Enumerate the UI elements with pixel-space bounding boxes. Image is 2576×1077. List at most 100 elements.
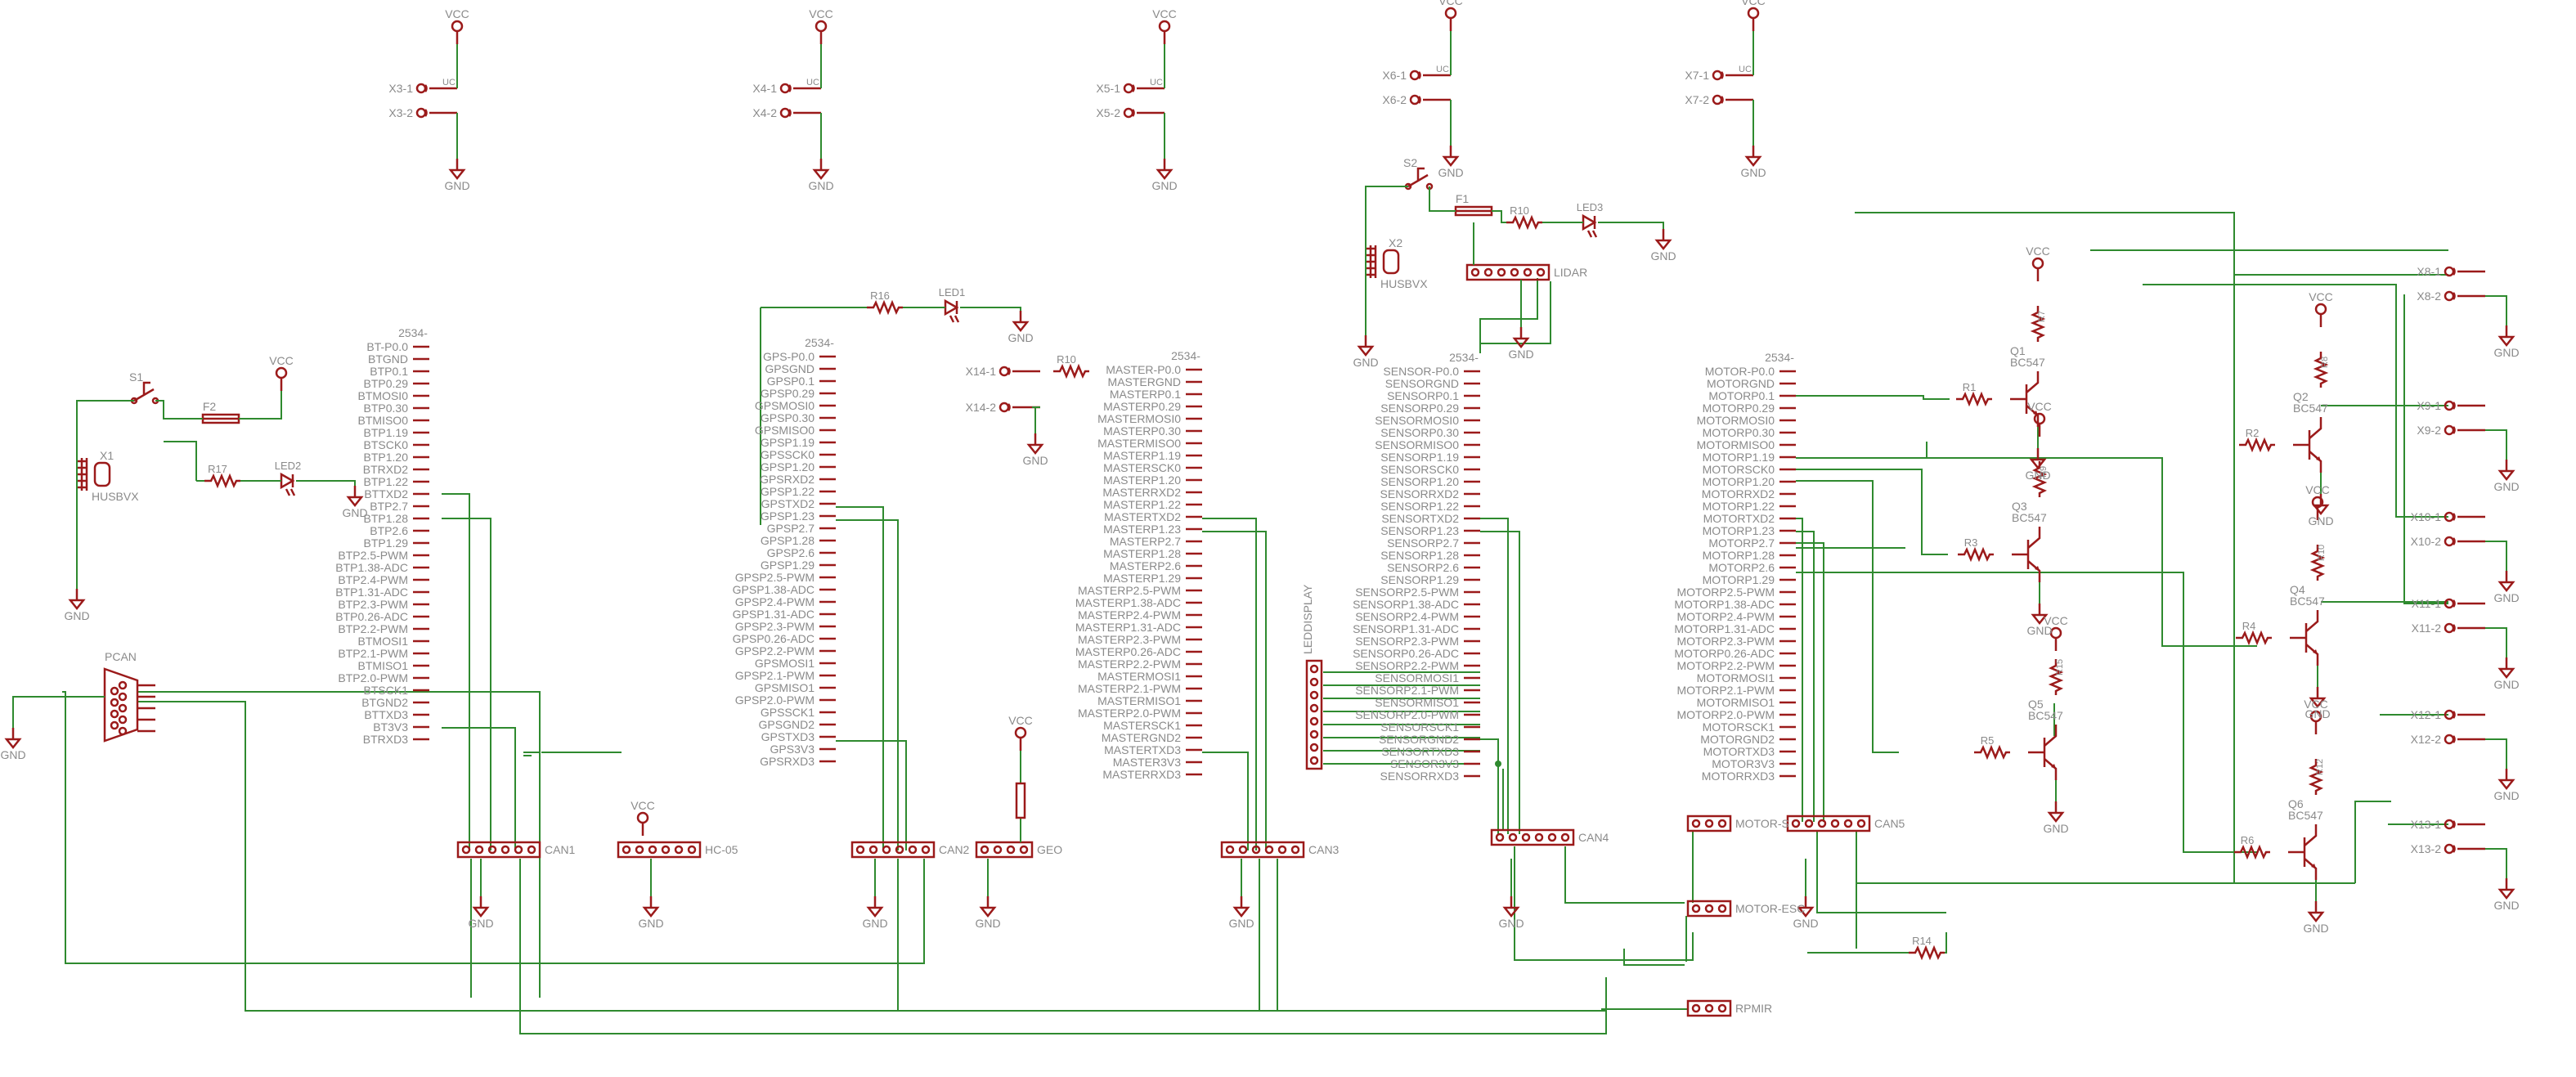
wire [442, 727, 516, 850]
module-pin-label: MASTERP2.0-PWM [1078, 707, 1181, 720]
module-pin-label: GPS3V3 [770, 743, 815, 756]
wire [1480, 518, 1509, 834]
pin-cup [2452, 402, 2456, 410]
wire [1202, 531, 1267, 850]
module-pin-label: MOTORP2.1-PWM [1676, 684, 1775, 697]
wire-layer [62, 212, 2448, 1034]
gnd-triangle [2497, 335, 2515, 348]
module-pin-label: BTP2.4-PWM [338, 573, 408, 586]
header-pin [635, 845, 644, 855]
transistor-collector [2309, 417, 2322, 439]
resistor-label: R16 [870, 289, 890, 302]
connector-pin [2444, 266, 2485, 277]
gnd-symbol [472, 896, 490, 918]
pin-label: X14-2 [966, 401, 997, 414]
gnd-triangle [1442, 155, 1460, 168]
pin-cup [1417, 96, 1421, 104]
vcc-label: VCC [2304, 698, 2328, 711]
gnd-symbol [346, 486, 364, 508]
pin-label: X10-1 [2411, 510, 2442, 523]
header-pin [1804, 819, 1814, 828]
wire [1796, 572, 2257, 853]
pin-cup [788, 109, 792, 117]
header-label: CAN1 [545, 843, 576, 856]
wire [1796, 531, 1815, 822]
wire [1796, 542, 1824, 822]
header-pin [500, 845, 510, 855]
header-pin [1534, 832, 1544, 842]
pin-label: X10-2 [2411, 535, 2442, 548]
wire [1564, 846, 1685, 904]
wire [1796, 518, 1803, 822]
gnd-label: GND [2308, 514, 2333, 527]
npn-transistor [2293, 417, 2322, 473]
module-pin-label: MOTORP2.3-PWM [1676, 635, 1775, 648]
resistor-zigzag [1909, 945, 1945, 961]
connector-pin [415, 83, 457, 94]
wire [1480, 281, 1551, 344]
header-pin [855, 845, 865, 855]
pin-cup [1007, 403, 1011, 411]
connector-pin [2444, 424, 2485, 436]
connector-pin [1712, 70, 1753, 81]
pin-ring [1123, 83, 1134, 94]
connector-pin [1123, 83, 1165, 94]
dsub-shell [103, 667, 139, 743]
wire [1623, 949, 1685, 966]
gnd-label: GND [2493, 480, 2519, 493]
resistor [867, 299, 903, 316]
module-pin-label: MASTERP0.30 [1103, 424, 1181, 438]
module-pin-label: GPSSCK1 [761, 706, 815, 719]
gnd-symbol [1026, 433, 1044, 455]
module-pin-label: BTP1.31-ADC [335, 586, 408, 599]
gnd-label: GND [1650, 249, 1676, 263]
usb-connector [1366, 245, 1400, 278]
module-pin-label: SENSOR-P0.0 [1383, 365, 1459, 378]
gnd-label: GND [2025, 469, 2050, 482]
gnd-wire [2485, 429, 2507, 468]
pin-cup [2452, 537, 2456, 545]
gnd-wire [2485, 295, 2507, 334]
wire [2143, 284, 2448, 518]
gnd-triangle [2497, 469, 2515, 482]
pin-label: X8-2 [2417, 289, 2441, 303]
gnd-label: GND [638, 917, 663, 930]
vcc-terminal [275, 366, 288, 379]
header-label: MOTOR-ESC [1735, 902, 1805, 915]
led-wire [761, 307, 1021, 319]
pin-header [1220, 841, 1305, 859]
module-pin-label: BTMOSI0 [358, 389, 409, 402]
pin-label: X11-2 [2412, 622, 2442, 635]
vcc-symbol [1747, 7, 1760, 31]
pin-label: X4-2 [752, 106, 777, 119]
connector-pin [779, 107, 821, 119]
resistor-zigzag [2308, 759, 2324, 795]
gnd-triangle [642, 906, 660, 918]
gnd-symbol [2047, 801, 2065, 823]
pin-label: X13-2 [2411, 842, 2442, 855]
led-label: LED2 [275, 460, 302, 472]
pin-label: X11-1 [2412, 597, 2442, 610]
module-pin-label: MASTERP0.1 [1110, 388, 1181, 401]
module-pin-label: GPSTXD2 [761, 497, 815, 510]
module-pin-label: MASTERP1.31-ADC [1075, 621, 1181, 634]
module-pin-label: SENSORGND2 [1379, 733, 1459, 746]
transistor-part: BC547 [2293, 402, 2328, 415]
wire [442, 493, 470, 850]
resistor [2239, 437, 2275, 453]
gnd-triangle [346, 496, 364, 508]
module-pin-label: GPSP0.1 [767, 375, 815, 388]
module-pin-label: GPS-P0.0 [763, 350, 815, 363]
module-pin-label: BTP1.38-ADC [335, 561, 408, 574]
pin-number: UC [806, 78, 819, 88]
module-pin-label: BTTXD3 [364, 708, 408, 721]
module-pin-label: BTMISO1 [358, 659, 409, 672]
header-body [1686, 900, 1732, 918]
gnd-symbol [812, 159, 830, 181]
module-pin-label: MOTORP0.29 [1703, 402, 1775, 415]
gnd-wire [2485, 627, 2507, 666]
connector-pin [415, 107, 457, 119]
module-pin-label: MASTER3V3 [1113, 756, 1181, 769]
usb-part: HUSBVX [1380, 277, 1428, 290]
header-body [1490, 828, 1575, 846]
